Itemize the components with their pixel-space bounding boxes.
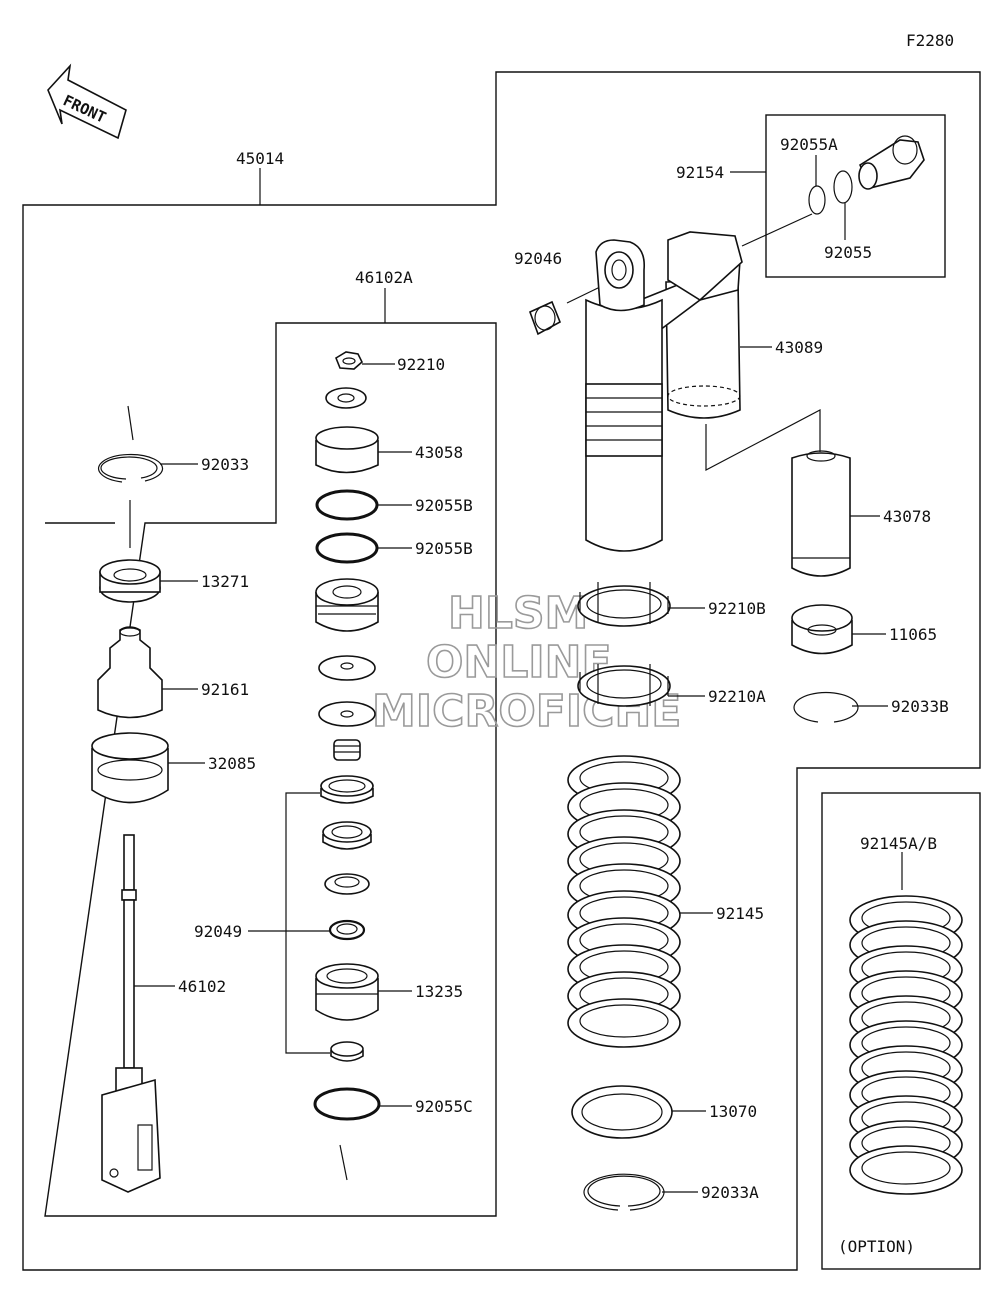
bearing-92046-part	[528, 286, 601, 336]
part-labels: 45014 46102A 92210 43058 92055B 92055B 9…	[178, 135, 949, 1256]
bump-rubber-92161-part	[97, 626, 163, 719]
leader-lines	[134, 155, 903, 1193]
label-43058: 43058	[415, 443, 463, 462]
label-11065: 11065	[889, 625, 937, 644]
label-92055B-1: 92055B	[415, 496, 473, 515]
shock-body-43089-part	[585, 231, 743, 552]
nut-92210-part	[335, 351, 363, 370]
oring-92055C-part	[313, 1087, 381, 1121]
piston-13235-part	[315, 963, 379, 1021]
label-46102A: 46102A	[355, 268, 413, 287]
label-92049: 92049	[194, 922, 242, 941]
reservoir-cap-43078-part	[705, 409, 851, 577]
label-92210: 92210	[397, 355, 445, 374]
label-32085: 32085	[208, 754, 256, 773]
assembly-frames	[22, 71, 981, 1271]
label-92210B: 92210B	[708, 599, 766, 618]
shim-b-part	[324, 873, 370, 895]
label-13235: 13235	[415, 982, 463, 1001]
svg-text:HLSM: HLSM	[448, 588, 588, 639]
label-45014: 45014	[236, 149, 284, 168]
label-92055B-2: 92055B	[415, 539, 473, 558]
label-92145: 92145	[716, 904, 764, 923]
label-92055: 92055	[824, 243, 872, 262]
oring-92055B-2-part	[315, 532, 379, 564]
label-92161: 92161	[201, 680, 249, 699]
cap-13271-part	[99, 559, 161, 603]
washer-a-part	[318, 655, 376, 681]
label-92145AB: 92145A/B	[860, 834, 937, 853]
option-label: (OPTION)	[838, 1237, 915, 1256]
lock-nut-92210B-part	[577, 582, 671, 627]
washer-part	[325, 387, 367, 409]
label-92055A: 92055A	[780, 135, 838, 154]
label-46102: 46102	[178, 977, 226, 996]
piston-ring-part	[320, 775, 374, 804]
label-92055C: 92055C	[415, 1097, 473, 1116]
shim-92049-part	[328, 919, 366, 941]
label-43078: 43078	[883, 507, 931, 526]
circlip-92033A-part	[583, 1173, 665, 1211]
seal-head-part	[315, 578, 379, 632]
label-92033B: 92033B	[891, 697, 949, 716]
circlip-92033-part	[97, 405, 164, 548]
lock-nut-92210A-part	[577, 664, 671, 707]
nut-small-part	[330, 1041, 364, 1062]
spring-92145AB-part	[849, 895, 963, 1195]
spring-92145-part	[567, 755, 681, 1048]
seat-13070-part	[571, 1085, 673, 1139]
cup-32085-part	[91, 732, 169, 804]
small-spring-part	[333, 739, 361, 761]
label-13271: 13271	[201, 572, 249, 591]
front-arrow-icon: FRONT	[47, 63, 127, 140]
label-92154: 92154	[676, 163, 724, 182]
circlip-92033B-part	[793, 691, 859, 723]
label-92033: 92033	[201, 455, 249, 474]
oring-92055B-1-part	[315, 489, 379, 521]
adjuster-92154-part	[741, 135, 925, 247]
piston-rod-46102-part	[101, 834, 161, 1193]
label-92210A: 92210A	[708, 687, 766, 706]
diagram-code: F2280	[906, 31, 954, 50]
label-92033A: 92033A	[701, 1183, 759, 1202]
label-13070: 13070	[709, 1102, 757, 1121]
label-92046: 92046	[514, 249, 562, 268]
shim-a-part	[322, 821, 372, 850]
collar-43058-part	[315, 426, 379, 474]
washer-b-part	[318, 701, 376, 727]
label-43089: 43089	[775, 338, 823, 357]
cap-11065-part	[791, 604, 853, 655]
